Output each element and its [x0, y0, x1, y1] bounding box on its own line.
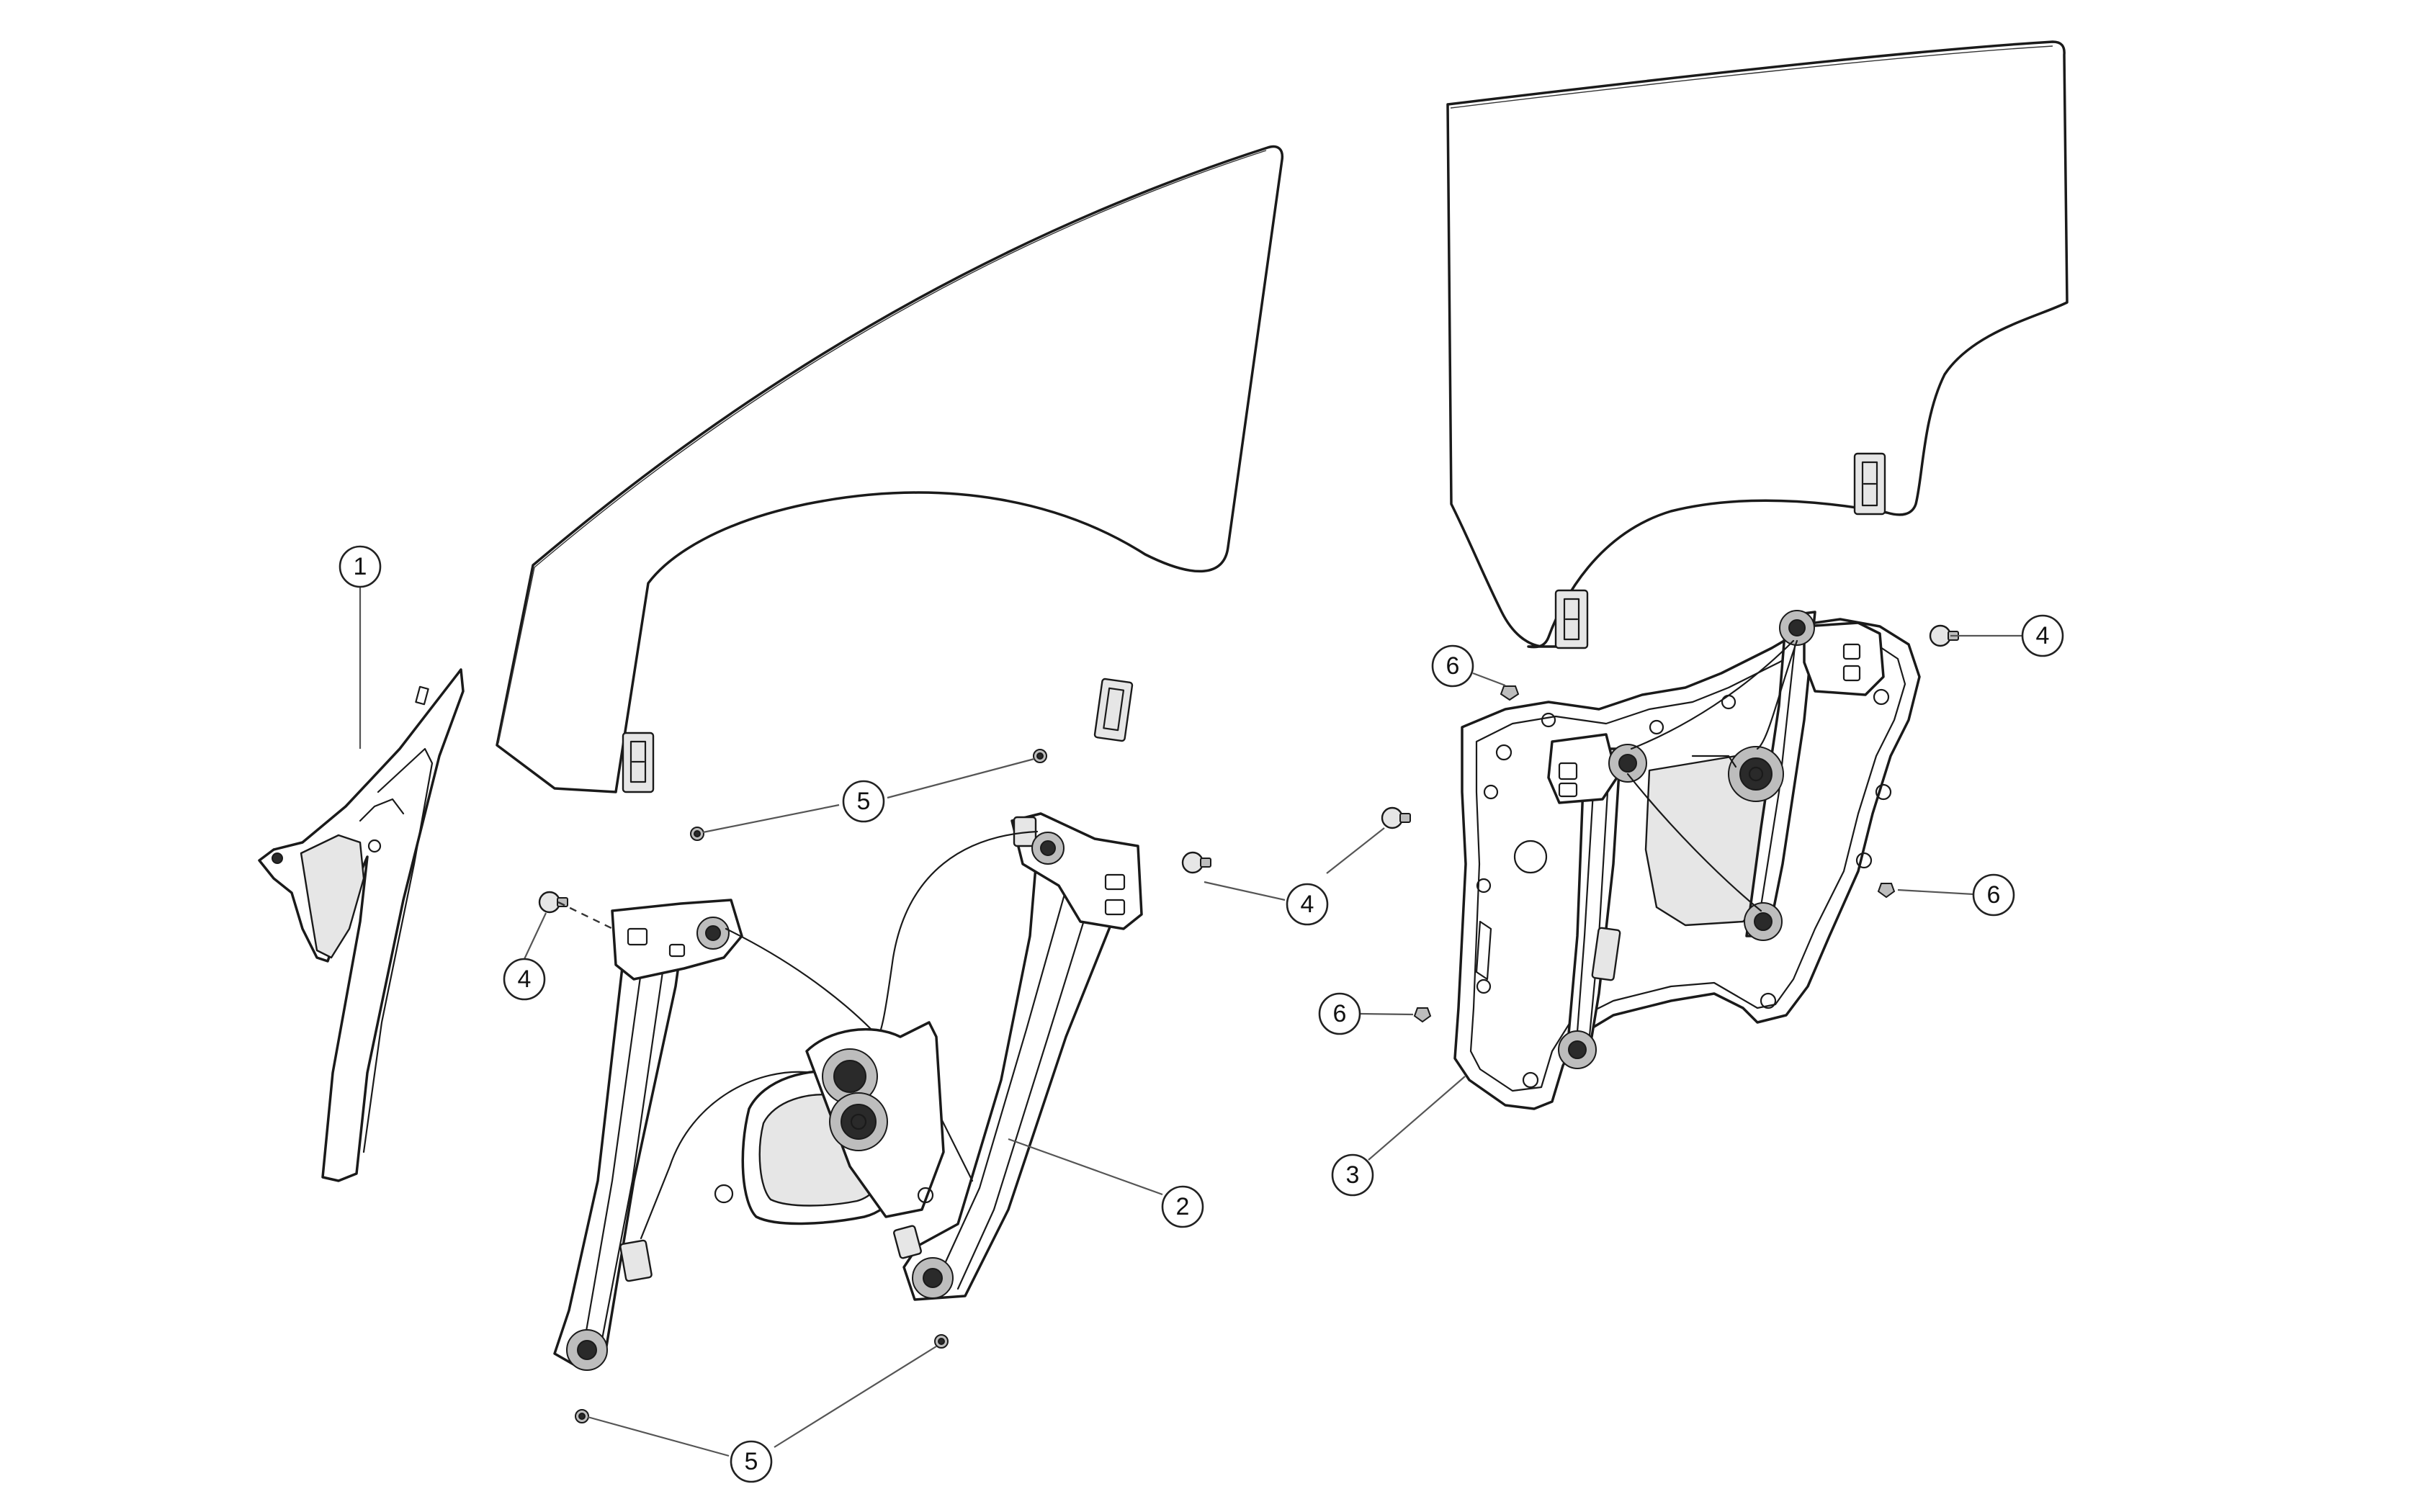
rear-glass-clip-left — [1554, 589, 1589, 649]
rear-glass-clip-right — [1853, 452, 1886, 516]
callout-2: 2 — [1161, 1185, 1204, 1228]
callout-6-left: 6 — [1318, 992, 1361, 1035]
callout-6-left-label: 6 — [1333, 1000, 1347, 1027]
callout-1-label: 1 — [354, 553, 367, 580]
callout-3-label: 3 — [1346, 1161, 1360, 1189]
front-guide-channel — [258, 668, 465, 1182]
callout-6-right: 6 — [1972, 873, 2015, 917]
screw-4-left — [538, 891, 568, 914]
callout-6-right-label: 6 — [1987, 881, 2001, 909]
callout-4-right: 4 — [2021, 614, 2064, 657]
screw-4-rear-upper — [1381, 806, 1411, 829]
callout-4-left-label: 4 — [518, 966, 532, 993]
callout-6-top: 6 — [1431, 644, 1474, 688]
callout-4-center: 4 — [1286, 883, 1329, 926]
callout-4-right-label: 4 — [2036, 622, 2050, 649]
rear-door-module-carrier — [1453, 610, 1921, 1110]
callout-2-label: 2 — [1176, 1193, 1190, 1220]
front-window-regulator — [553, 812, 1143, 1371]
callout-4-center-label: 4 — [1301, 891, 1314, 918]
nut-5-upper-right — [1033, 749, 1047, 763]
callout-3: 3 — [1331, 1153, 1374, 1197]
nut-5-lower-left — [575, 1409, 589, 1423]
front-glass-clip-right — [1093, 678, 1134, 742]
bolt-6-left — [1413, 1007, 1432, 1023]
callout-4-left: 4 — [503, 958, 546, 1001]
callout-5-upper-label: 5 — [857, 788, 871, 815]
rear-door-glass — [1446, 40, 2069, 649]
nut-5-lower-right — [934, 1334, 949, 1349]
front-glass-clip-left — [622, 732, 655, 793]
callout-5-upper: 5 — [842, 780, 885, 823]
callout-5-lower-label: 5 — [745, 1448, 758, 1475]
front-door-glass — [496, 145, 1284, 793]
nut-5-upper-left — [690, 827, 704, 841]
bolt-6-right — [1877, 883, 1896, 899]
callout-1: 1 — [339, 545, 382, 588]
screw-4-center — [1181, 851, 1211, 874]
callout-6-top-label: 6 — [1446, 652, 1460, 680]
bolt-6-top — [1500, 685, 1520, 701]
callout-5-lower: 5 — [730, 1440, 773, 1483]
leader-lines — [359, 587, 2022, 1457]
